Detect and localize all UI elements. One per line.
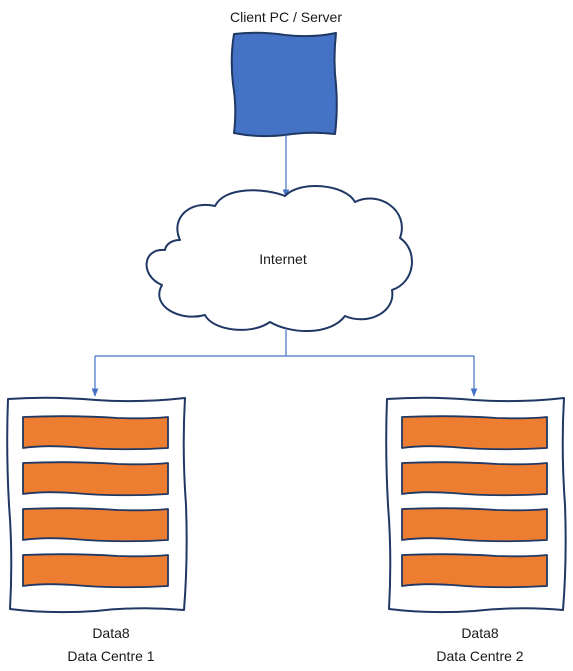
datacentre-2-name: Data8 — [461, 625, 499, 641]
server-unit — [22, 461, 169, 497]
server-rack-icon — [385, 396, 567, 614]
internet-label: Internet — [259, 251, 307, 267]
client-server-label: Client PC / Server — [229, 9, 343, 25]
server-unit — [401, 553, 548, 589]
cloud-icon — [145, 185, 413, 332]
connector-internet-datacentres — [91, 330, 478, 397]
server-unit — [22, 507, 169, 543]
server-unit — [401, 415, 548, 451]
server-unit — [401, 461, 548, 497]
datacentre-1-name: Data8 — [92, 625, 130, 641]
server-unit — [22, 415, 169, 451]
server-unit — [401, 507, 548, 543]
server-rack-icon — [6, 396, 188, 614]
client-server-icon — [230, 31, 338, 138]
server-unit — [22, 553, 169, 589]
datacentre-1-subtitle: Data Centre 1 — [67, 648, 155, 664]
datacentre-2-subtitle: Data Centre 2 — [436, 648, 524, 664]
